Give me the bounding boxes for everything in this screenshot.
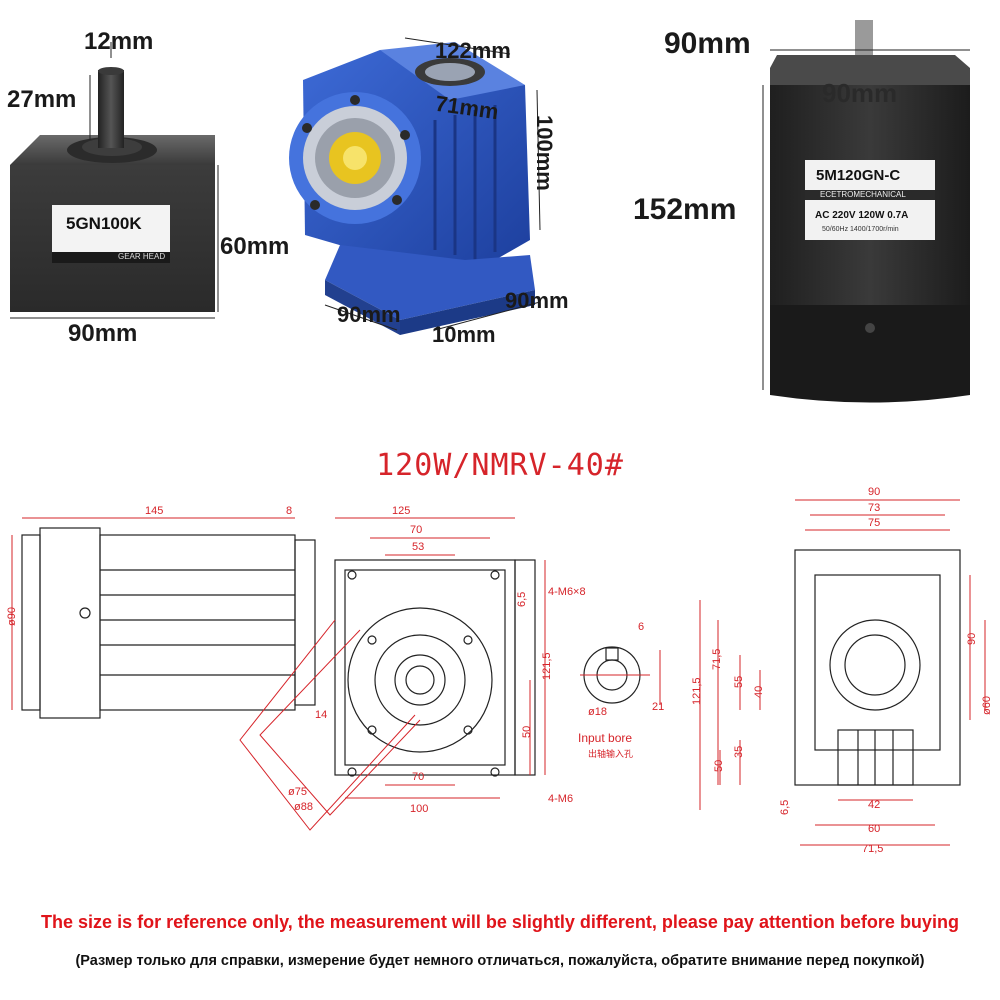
dim-r-40: 40 — [753, 686, 765, 698]
dim-50: 50 — [521, 726, 533, 738]
motor-dim-flange: 90mm — [664, 27, 751, 60]
dim-70-top: 70 — [410, 524, 422, 536]
dim-r-121-5: 121,5 — [691, 677, 703, 705]
drawing-title: 120W/NMRV-40# — [376, 448, 624, 483]
dim-145: 145 — [145, 505, 163, 517]
dim-r-phi60: ø60 — [981, 696, 993, 715]
input-bore-label-cn: 出轴输入孔 — [588, 748, 633, 759]
dim-r-42: 42 — [868, 799, 880, 811]
gearhead-photo — [10, 42, 219, 319]
dim-key-21: 21 — [652, 701, 664, 713]
dim-8: 8 — [286, 505, 292, 517]
dim-phi90: ø90 — [6, 607, 18, 626]
dim-r-73: 73 — [868, 502, 880, 514]
dim-100: 100 — [410, 803, 428, 815]
gearhead-dim-width: 90mm — [68, 320, 138, 347]
motor-brand: ECETROMECHANICAL — [820, 190, 906, 199]
notice-russian: (Размер только для справки, измерение бу… — [75, 953, 925, 969]
dim-r-90-side: 90 — [966, 633, 978, 645]
worm-dim-top: 122mm — [435, 38, 511, 63]
dim-r-71-5: 71,5 — [711, 649, 723, 670]
dim-phi75: ø75 — [288, 786, 307, 798]
dim-r-71-5-bot: 71,5 — [862, 843, 883, 855]
dim-125: 125 — [392, 505, 410, 517]
dim-m6: 4-M6 — [548, 793, 573, 805]
gearhead-dim-height: 60mm — [220, 233, 290, 260]
worm-dim-base-left: 90mm — [337, 302, 401, 327]
dim-6-5-top: 6,5 — [516, 592, 528, 607]
dim-r-55: 55 — [733, 676, 745, 688]
worm-dim-base-right: 90mm — [505, 288, 569, 313]
dim-m6x8: 4-M6×8 — [548, 586, 586, 598]
motor-dim-flange-inner: 90mm — [822, 78, 898, 108]
input-bore-label: Input bore — [578, 731, 632, 745]
technical-drawing: 145 8 125 70 53 ø90 4-M6×8 6,5 121,5 14 … — [6, 486, 993, 855]
motor-dim-length: 152mm — [633, 193, 737, 226]
dim-70-bot: 70 — [412, 771, 424, 783]
worm-reducer-photo — [289, 37, 541, 335]
dim-phi18: ø18 — [588, 706, 607, 718]
motor-model: 5M120GN-C — [816, 167, 901, 184]
motor-spec-line1: AC 220V 120W 0.7A — [815, 210, 909, 221]
dim-r-6-5: 6,5 — [779, 800, 791, 815]
gearhead-caption: GEAR HEAD — [118, 252, 166, 261]
dim-53: 53 — [412, 541, 424, 553]
dim-r-50: 50 — [713, 760, 725, 772]
gearhead-dim-shaft-width: 12mm — [84, 28, 154, 55]
dim-r-90: 90 — [868, 486, 880, 498]
motor-photo — [762, 20, 970, 403]
motor-spec-line2: 50/60Hz 1400/1700r/min — [822, 226, 899, 233]
dim-key-6: 6 — [638, 621, 644, 633]
gearhead-model-label: 5GN100K — [66, 214, 142, 233]
worm-dim-base-bottom: 10mm — [432, 322, 496, 347]
dim-phi88: ø88 — [294, 801, 313, 813]
dim-r-60: 60 — [868, 823, 880, 835]
worm-dim-height: 100mm — [532, 115, 557, 191]
dim-14: 14 — [315, 709, 327, 721]
gearhead-dim-shaft-height: 27mm — [7, 86, 77, 113]
dim-r-75: 75 — [868, 517, 880, 529]
dim-121-5: 121,5 — [541, 652, 553, 680]
notice-english: The size is for reference only, the meas… — [41, 912, 959, 932]
dim-r-35: 35 — [733, 746, 745, 758]
